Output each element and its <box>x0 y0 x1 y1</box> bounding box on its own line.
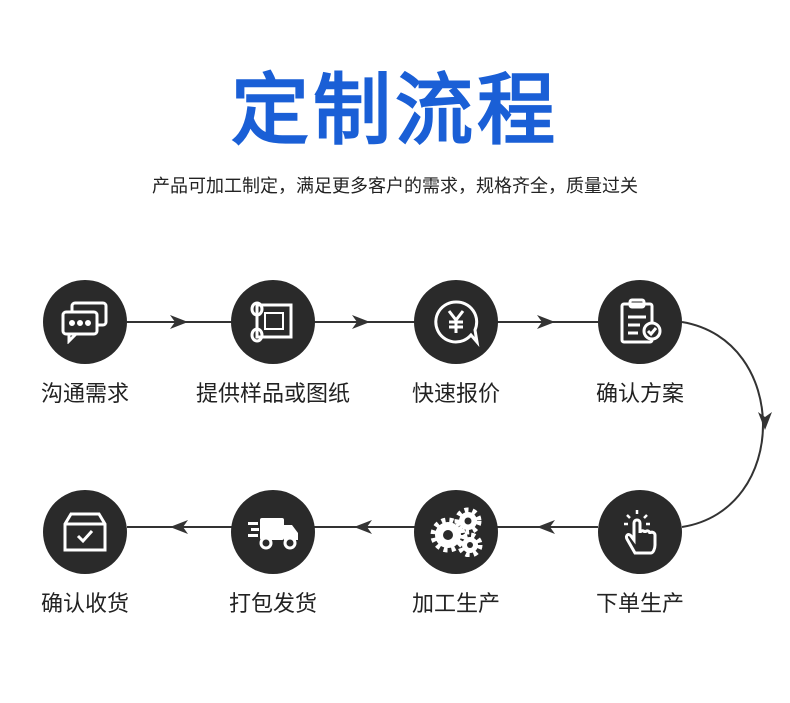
step-confirm-receipt: 确认收货 <box>0 490 170 618</box>
arrow-left-1 <box>537 520 555 534</box>
step-place-order: 下单生产 <box>555 490 725 618</box>
yuan-bubble-icon <box>414 280 498 364</box>
step-label: 打包发货 <box>228 592 317 617</box>
step-processing: 加工生产 <box>371 490 541 618</box>
arrow-down <box>758 412 772 430</box>
arrow-left-2 <box>354 520 372 534</box>
blueprint-scroll-icon <box>231 280 315 364</box>
step-label: 沟通需求 <box>40 382 129 407</box>
arrow-right-3 <box>537 315 555 329</box>
step-confirm-plan: 确认方案 <box>555 280 725 408</box>
step-quote: 快速报价 <box>371 280 541 408</box>
step-label: 加工生产 <box>411 592 500 617</box>
step-ship: 打包发货 <box>188 490 358 618</box>
step-label: 确认方案 <box>595 382 684 407</box>
step-label: 提供样品或图纸 <box>195 382 350 407</box>
page-subtitle: 产品可加工制定，满足更多客户的需求，规格齐全，质量过关 <box>152 176 638 197</box>
step-label: 快速报价 <box>411 382 500 407</box>
arrow-right-1 <box>170 315 188 329</box>
box-check-icon <box>43 490 127 574</box>
step-label: 确认收货 <box>40 592 129 617</box>
chat-bubbles-icon <box>43 280 127 364</box>
step-provide-sample: 提供样品或图纸 <box>188 280 358 408</box>
step-label: 下单生产 <box>595 592 684 617</box>
delivery-truck-icon <box>231 490 315 574</box>
clipboard-check-icon <box>598 280 682 364</box>
arrow-left-3 <box>170 520 188 534</box>
page-title: 定制流程 <box>230 66 559 156</box>
connector-curve <box>681 321 764 528</box>
arrow-right-2 <box>352 315 370 329</box>
gears-icon <box>414 490 498 574</box>
tap-hand-icon <box>598 490 682 574</box>
step-communicate: 沟通需求 <box>0 280 170 408</box>
